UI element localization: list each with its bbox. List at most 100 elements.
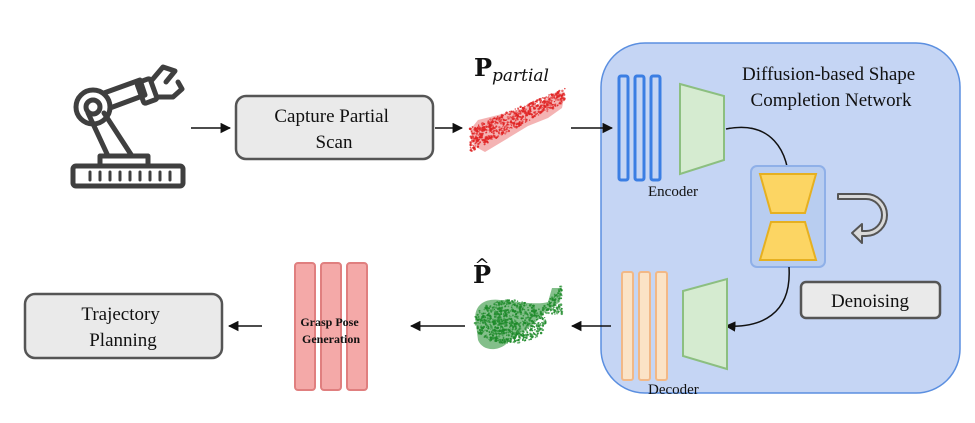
- point-cloud-point: [487, 119, 489, 122]
- point-cloud-point: [482, 141, 485, 144]
- point-cloud-point: [542, 103, 544, 105]
- point-cloud-point: [511, 117, 515, 121]
- point-cloud-point: [485, 137, 487, 140]
- point-cloud-point: [547, 96, 549, 98]
- point-cloud-point: [557, 104, 559, 106]
- point-cloud-point: [470, 139, 474, 142]
- point-cloud-point: [509, 310, 511, 313]
- point-cloud-point: [506, 308, 509, 311]
- point-cloud-point: [524, 117, 527, 119]
- point-cloud-point: [539, 317, 542, 320]
- point-cloud-point: [533, 114, 536, 118]
- point-cloud-point: [507, 117, 510, 120]
- point-cloud-point: [498, 126, 501, 129]
- partial-point-cloud: [468, 87, 566, 153]
- point-cloud-point: [498, 338, 502, 342]
- encoder-trapezoid: [679, 82, 725, 176]
- point-cloud-point: [555, 293, 558, 297]
- point-cloud-point: [495, 335, 498, 338]
- point-cloud-point: [552, 304, 555, 308]
- point-cloud-point: [535, 316, 537, 318]
- point-cloud-point: [548, 303, 551, 307]
- point-cloud-point: [505, 127, 507, 129]
- point-cloud-point: [479, 135, 482, 138]
- point-cloud-point: [484, 329, 486, 331]
- point-cloud-point: [489, 305, 492, 307]
- point-cloud-point: [533, 319, 535, 322]
- point-cloud-point: [527, 110, 530, 112]
- point-cloud-point: [484, 312, 486, 315]
- point-cloud-point: [498, 320, 501, 323]
- point-cloud-point: [554, 295, 556, 297]
- point-cloud-point: [498, 332, 501, 335]
- point-cloud-point: [495, 130, 498, 133]
- grasp-blocks: [294, 262, 368, 391]
- point-cloud-point: [509, 301, 512, 305]
- point-cloud-point: [513, 324, 516, 328]
- point-cloud-point: [475, 132, 478, 135]
- point-cloud-point: [501, 320, 504, 323]
- point-cloud-point: [500, 329, 503, 332]
- point-cloud-point: [534, 309, 537, 312]
- point-cloud-point: [478, 328, 482, 332]
- point-cloud-point: [522, 314, 525, 317]
- point-cloud-point: [533, 314, 535, 316]
- point-cloud-point: [519, 325, 521, 328]
- point-cloud-point: [505, 310, 507, 312]
- point-cloud-point: [514, 332, 518, 335]
- point-cloud-point: [497, 335, 501, 338]
- point-cloud-point: [480, 127, 484, 130]
- point-cloud-point: [488, 122, 490, 125]
- point-cloud-point: [485, 131, 488, 134]
- point-cloud-point: [535, 324, 539, 328]
- point-cloud-point: [550, 106, 552, 108]
- point-cloud-point: [499, 122, 503, 125]
- point-cloud-point: [559, 287, 562, 290]
- point-cloud-point: [522, 317, 524, 320]
- point-cloud-point: [543, 107, 545, 110]
- point-cloud-point: [520, 118, 522, 121]
- point-cloud-point: [540, 315, 543, 317]
- point-cloud-point: [485, 125, 488, 128]
- point-cloud-point: [515, 119, 517, 122]
- point-cloud-point: [543, 304, 546, 308]
- point-cloud-point: [560, 97, 563, 101]
- denoising-label: Denoising: [831, 291, 910, 312]
- point-cloud-point: [486, 329, 488, 332]
- point-cloud-point: [523, 105, 526, 108]
- point-cloud-point: [477, 321, 479, 324]
- point-cloud-point: [518, 302, 520, 304]
- point-cloud-point: [505, 325, 507, 327]
- point-cloud-point: [494, 122, 497, 125]
- point-cloud-point: [503, 318, 505, 320]
- point-cloud-point: [481, 124, 484, 127]
- point-cloud-point: [510, 123, 512, 125]
- point-cloud-point: [507, 331, 509, 334]
- point-cloud-point: [532, 322, 536, 325]
- point-cloud-point: [513, 304, 516, 307]
- point-cloud-point: [529, 327, 531, 329]
- point-cloud-point: [469, 149, 472, 152]
- point-cloud-point: [546, 303, 549, 306]
- point-cloud-point: [541, 308, 545, 312]
- point-cloud-point: [496, 316, 500, 320]
- point-cloud-point: [476, 326, 479, 330]
- point-cloud-point: [539, 310, 542, 313]
- point-cloud-point: [532, 304, 535, 308]
- point-cloud-point: [553, 96, 556, 99]
- point-cloud-point: [504, 113, 507, 116]
- point-cloud-point: [543, 97, 546, 100]
- point-cloud-point: [508, 113, 511, 116]
- point-cloud-point: [535, 335, 539, 338]
- point-cloud-point: [559, 285, 562, 288]
- point-cloud-point: [526, 331, 529, 334]
- point-cloud-point: [520, 317, 523, 319]
- point-cloud-point: [491, 306, 494, 309]
- point-cloud-point: [500, 318, 503, 321]
- point-cloud-point: [540, 324, 542, 327]
- point-cloud-point: [537, 329, 540, 333]
- point-cloud-point: [518, 337, 522, 340]
- point-cloud-point: [469, 144, 472, 146]
- point-cloud-point: [560, 310, 564, 313]
- grasp-label: Grasp Pose Generation: [300, 315, 361, 346]
